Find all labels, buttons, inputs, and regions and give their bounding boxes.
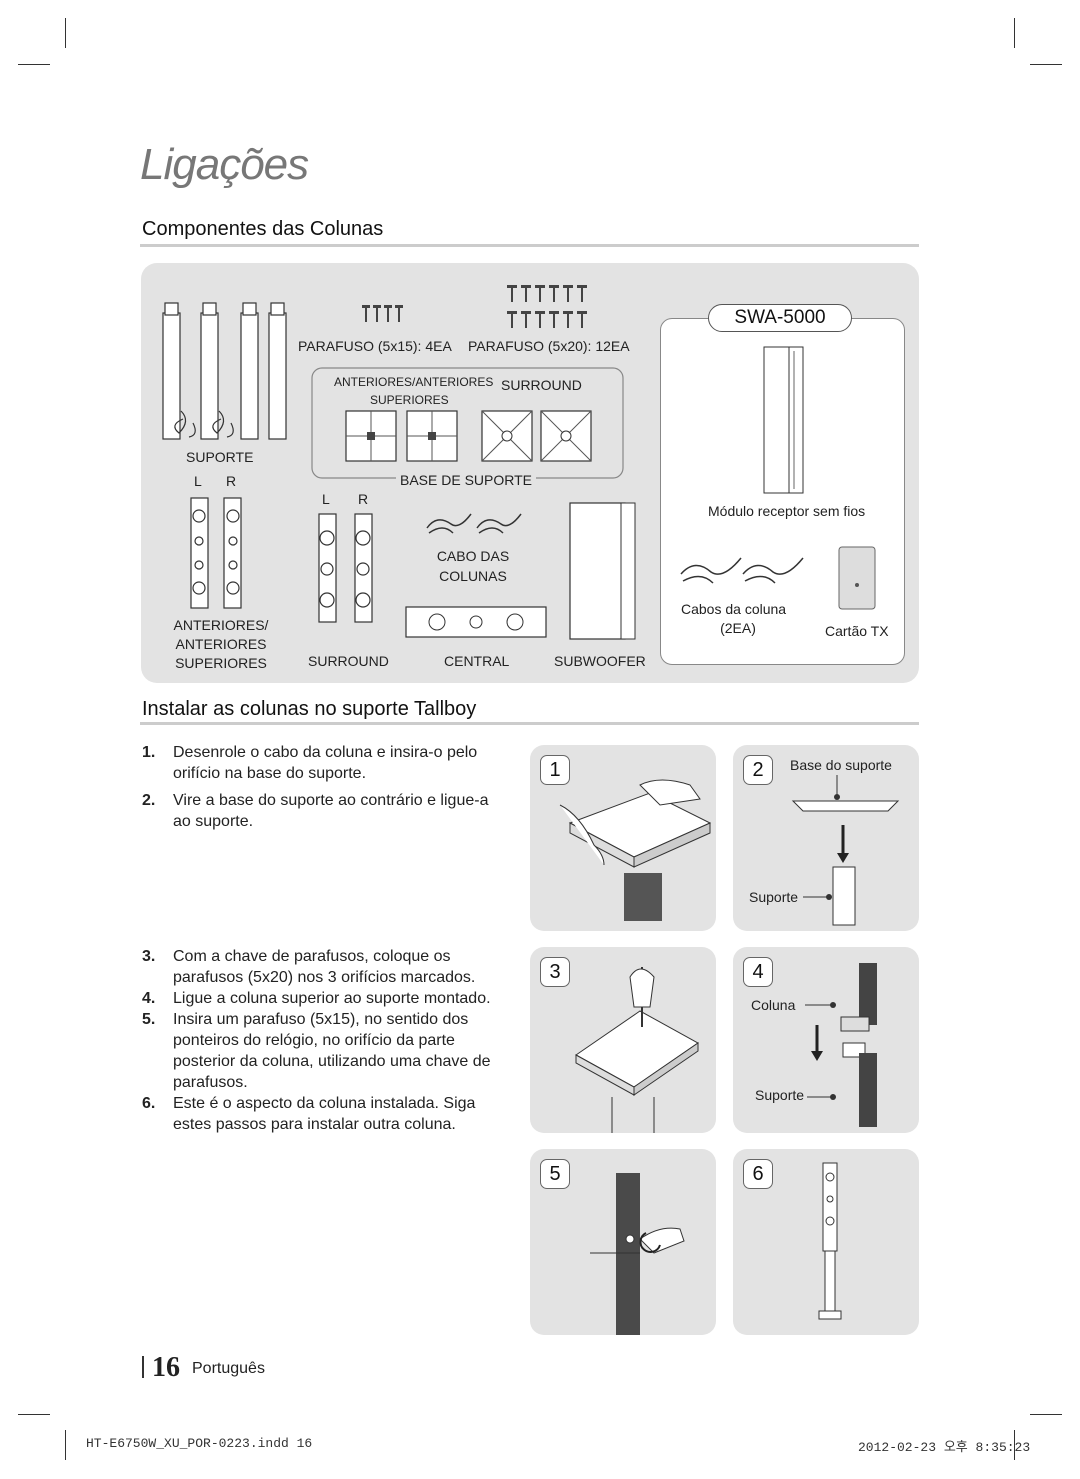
label-parafuso-5x15: PARAFUSO (5x15): 4EA: [298, 338, 452, 354]
label-l2: L: [322, 491, 330, 507]
label-anteriores-2: ANTERIORES: [175, 636, 267, 652]
step-tile-1: 1: [530, 745, 716, 931]
step-tile-3: 3: [530, 947, 716, 1133]
step-number: 1.: [142, 744, 156, 761]
label-superiores: SUPERIORES: [370, 393, 449, 407]
label-cabo-das: CABO DAS: [436, 548, 510, 564]
step3-illustration: [575, 967, 699, 1133]
crop-mark: [18, 64, 50, 65]
label-base-do-suporte: Base do suporte: [790, 757, 892, 773]
step-text: Vire a base do suporte ao contrário e li…: [173, 792, 489, 830]
label-r: R: [226, 473, 237, 489]
crop-mark: [1014, 18, 1015, 48]
footer-file: HT-E6750W_XU_POR-0223.indd 16: [86, 1436, 313, 1451]
step2-illustration: [791, 775, 900, 926]
label-colunas: COLUNAS: [439, 568, 507, 584]
crop-mark: [65, 18, 66, 48]
crop-mark: [18, 1414, 50, 1415]
page-number: 16: [152, 1352, 180, 1383]
label-central: CENTRAL: [444, 653, 510, 669]
section-rule: [140, 244, 919, 247]
page-number-rule: [142, 1356, 144, 1378]
label-cabos-coluna: Cabos da coluna: [681, 601, 787, 617]
footer-datetime: 2012-02-23 오후 8:35:23: [858, 1440, 1031, 1455]
label-anteriores-superiores: ANTERIORES/ANTERIORES: [334, 375, 494, 389]
step-text: Ligue a coluna superior ao suporte monta…: [173, 990, 491, 1007]
crop-mark: [1014, 1430, 1015, 1460]
step1-illustration: [559, 779, 712, 921]
label-surround: SURROUND: [308, 653, 389, 669]
step-badge: 6: [743, 1159, 773, 1189]
step-number: 4.: [142, 990, 156, 1007]
label-anteriores-1: ANTERIORES/: [173, 617, 269, 633]
step4-illustration: [805, 963, 877, 1127]
step-number: 2.: [142, 792, 156, 809]
step-number: 6.: [142, 1095, 156, 1112]
step-badge: 3: [540, 957, 570, 987]
label-base-de-suporte: BASE DE SUPORTE: [396, 472, 537, 488]
section-rule: [140, 722, 919, 725]
label-surround-base: SURROUND: [501, 377, 582, 393]
step6-illustration: [818, 1162, 842, 1320]
components-illustration: [162, 285, 636, 640]
step-text: Com a chave de parafusos, coloque os par…: [173, 948, 476, 986]
label-parafuso-5x20: PARAFUSO (5x20): 12EA: [468, 338, 630, 354]
step-tile-4: 4 Coluna Suporte: [733, 947, 919, 1133]
step-text: Insira um parafuso (5x15), no sentido do…: [173, 1011, 491, 1091]
label-cabos-qty: (2EA): [720, 620, 756, 636]
section-heading-install: Instalar as colunas no suporte Tallboy: [142, 698, 477, 720]
crop-mark: [65, 1430, 66, 1460]
label-l: L: [194, 473, 202, 489]
swa-5000-box: Módulo receptor sem fios Cabos da coluna…: [660, 318, 905, 665]
step-number: 5.: [142, 1011, 156, 1028]
swa-model-badge: SWA-5000: [708, 304, 852, 332]
label-r2: R: [358, 491, 369, 507]
swa-illustration: [680, 346, 876, 610]
step5-illustration: [590, 1173, 685, 1335]
step-text: Desenrole o cabo da coluna e insira-o pe…: [173, 744, 478, 782]
section-heading-components: Componentes das Colunas: [142, 218, 384, 240]
step-text: Este é o aspecto da coluna instalada. Si…: [173, 1095, 476, 1133]
label-cartao-tx: Cartão TX: [825, 623, 889, 639]
label-suporte: SUPORTE: [186, 449, 254, 465]
step-badge: 5: [540, 1159, 570, 1189]
step-tile-2: 2 Base do suporte Suporte: [733, 745, 919, 931]
label-anteriores-3: SUPERIORES: [175, 655, 267, 671]
step-tile-5: 5: [530, 1149, 716, 1335]
label-suporte: Suporte: [749, 889, 799, 905]
step-badge: 2: [743, 755, 773, 785]
step-tile-6: 6: [733, 1149, 919, 1335]
step-badge: 1: [540, 755, 570, 785]
label-subwoofer: SUBWOOFER: [554, 653, 646, 669]
page-language: Português: [192, 1360, 265, 1377]
label-modulo: Módulo receptor sem fios: [708, 503, 866, 519]
step-badge: 4: [743, 957, 773, 987]
crop-mark: [1030, 1414, 1062, 1415]
page-title: Ligações: [140, 140, 309, 189]
steps-list-a: 1. Desenrole o cabo da coluna e insira-o …: [142, 742, 507, 838]
label-coluna: Coluna: [751, 997, 796, 1013]
label-suporte-2: Suporte: [755, 1087, 805, 1103]
steps-list-b: 3. Com a chave de parafusos, coloque os p…: [142, 946, 514, 1135]
crop-mark: [1030, 64, 1062, 65]
step-number: 3.: [142, 948, 156, 965]
